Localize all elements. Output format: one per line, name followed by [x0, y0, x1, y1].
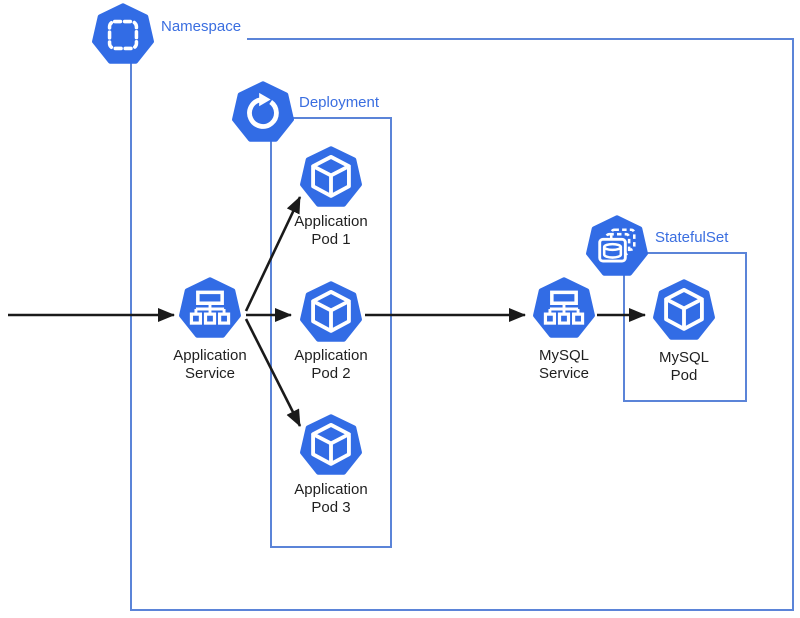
application-pod1-icon pod-icon — [299, 146, 363, 210]
label-line-2: Pod 1 — [311, 231, 351, 248]
namespace-box-left — [130, 60, 132, 611]
label-line-1: Application — [294, 481, 368, 498]
label-line-2: Service — [184, 365, 236, 382]
application-pod3-icon pod-icon — [299, 414, 363, 478]
label-line-2: Pod 3 — [311, 499, 351, 516]
application-pod2-icon pod-icon — [299, 281, 363, 345]
label-line-1: Application — [294, 213, 368, 230]
namespace-box-top — [247, 38, 794, 40]
label-line-1: Application — [173, 347, 247, 364]
label-line-1: MySQL — [658, 349, 709, 366]
mysql-service-label: MySQL Service — [499, 347, 629, 383]
application-service-icon service-icon — [178, 277, 242, 341]
label-line-2: Pod 2 — [311, 365, 351, 382]
application-pod2-label: Application Pod 2 — [266, 347, 396, 383]
label-line-2: Pod — [670, 367, 698, 384]
statefulset-label: StatefulSet — [655, 229, 729, 246]
label-line-1: MySQL — [538, 347, 589, 364]
namespace-label: Namespace — [161, 18, 242, 35]
deployment-label: Deployment — [299, 94, 380, 111]
label-line-2: Service — [538, 365, 590, 382]
mysql-pod-icon pod-icon — [652, 279, 716, 343]
application-pod1-label: Application Pod 1 — [266, 213, 396, 249]
namespace-box-right — [792, 38, 794, 611]
statefulset-icon — [585, 215, 649, 279]
namespace-icon — [91, 3, 155, 67]
label-line-1: Application — [294, 347, 368, 364]
deployment-icon — [231, 81, 295, 145]
mysql-service-icon service-icon — [532, 277, 596, 341]
application-service-label: Application Service — [145, 347, 275, 383]
application-pod3-label: Application Pod 3 — [266, 481, 396, 517]
mysql-pod-label: MySQL Pod — [619, 349, 749, 385]
namespace-box-bottom — [130, 609, 794, 611]
statefulset-box — [623, 252, 747, 402]
